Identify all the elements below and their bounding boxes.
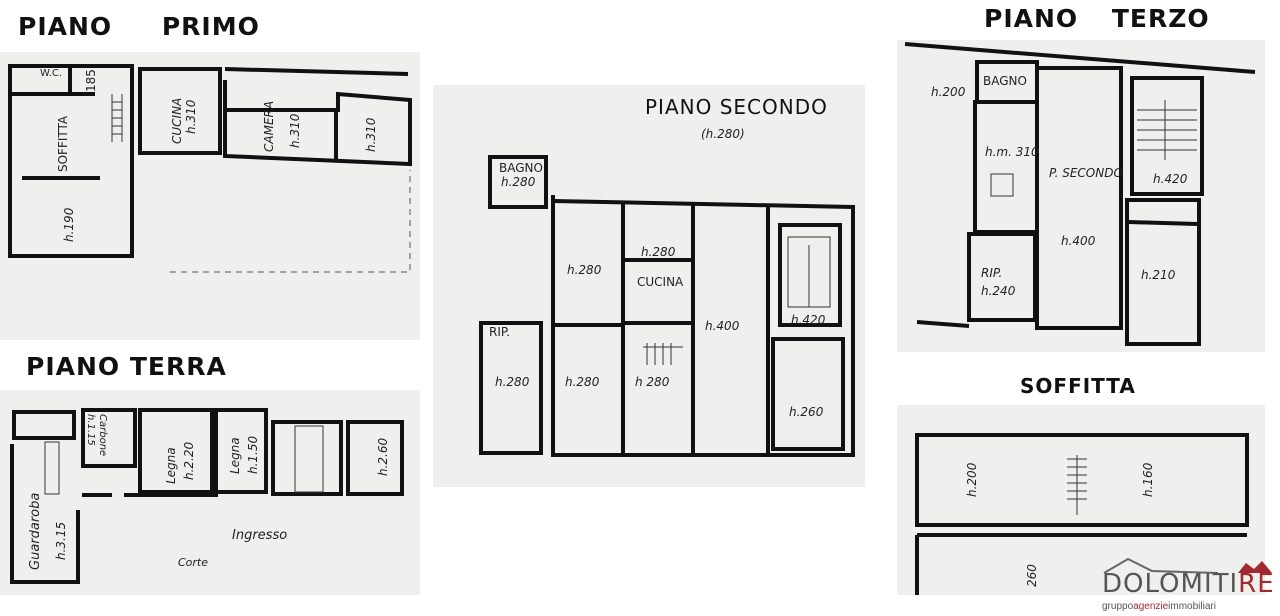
room-label: h.160 — [1141, 462, 1155, 497]
logo-tagline: gruppoagenzieimmobiliari — [1102, 601, 1216, 612]
room-label: h.420 — [791, 313, 826, 327]
logo-name: DOLOMITIRE — [1102, 569, 1275, 599]
room-label: P. SECONDO — [1049, 166, 1123, 180]
piano-primo-plan: W.C. 185 SOFFITTA h.190 CUCINA h.310 CAM… — [0, 52, 420, 340]
room-label: h.280 — [567, 263, 602, 277]
room-label: h.280 — [501, 175, 536, 189]
room-label: CUCINA — [637, 275, 684, 289]
room-label: h.240 — [981, 284, 1016, 298]
soffitta-walls — [915, 433, 1249, 595]
room-label: h.420 — [1153, 172, 1188, 186]
piano-secondo-subtitle: (h.280) — [701, 127, 745, 141]
piano-secondo-title: PIANO SECONDO — [645, 95, 828, 119]
room-label: h.310 — [184, 99, 198, 134]
logo-tagline-c: immobiliari — [1168, 601, 1216, 612]
room-label: h.280 — [495, 375, 530, 389]
piano-terra-plan: Guardaroba h.3.15 Carbone h.1.15 Legna h… — [0, 390, 420, 595]
room-label: h.400 — [1061, 234, 1096, 248]
room-label: Ingresso — [232, 528, 288, 543]
piano-terra-title: PIANO TERRA — [18, 350, 262, 383]
piano-terzo-title: PIANO TERZO — [976, 2, 1218, 35]
piano-terzo-plan: BAGNO h.200 h.m. 310 P. SECONDO h.420 h.… — [897, 40, 1265, 352]
room-label: h.1.50 — [246, 435, 260, 474]
room-label: h.200 — [965, 462, 979, 497]
room-label: h.200 — [931, 85, 966, 99]
room-label: h.3.15 — [54, 521, 68, 560]
room-label: BAGNO — [499, 161, 543, 175]
room-label: 260 — [1025, 564, 1039, 587]
logo-name-main: DOLOMITI — [1102, 569, 1239, 599]
room-label: Legna — [228, 437, 242, 474]
room-label: h.280 — [565, 375, 600, 389]
room-label: Carbone — [97, 414, 108, 457]
piano-secondo-plan: PIANO SECONDO (h.280) BAGNO h.280 h.280 … — [433, 85, 865, 487]
room-label: W.C. — [40, 68, 63, 79]
room-label: CAMERA — [262, 100, 276, 152]
piano-secondo-walls — [479, 155, 855, 457]
room-label: Corte — [178, 556, 209, 569]
room-label: h.310 — [288, 113, 302, 148]
room-label: h.280 — [641, 245, 676, 259]
room-label: h.400 — [705, 319, 740, 333]
room-label: RIP. — [981, 266, 1003, 280]
room-label: h.260 — [789, 405, 824, 419]
room-label: h.2.20 — [182, 441, 196, 480]
room-label: h.2.60 — [376, 437, 390, 476]
logo-name-accent: RE — [1238, 569, 1275, 599]
piano-terzo-walls — [904, 42, 1256, 346]
room-label: h 280 — [635, 375, 670, 389]
dolomitire-logo: DOLOMITIRE gruppoagenzieimmobiliari — [1098, 555, 1278, 615]
piano-terra-walls — [10, 408, 404, 584]
room-label: h.190 — [62, 207, 76, 242]
logo-tagline-b: agenzie — [1133, 601, 1169, 612]
room-label: h.1.15 — [85, 414, 96, 446]
room-label: h.m. 310 — [985, 145, 1039, 159]
room-label: CUCINA — [170, 97, 184, 144]
house-roof-icon — [1103, 557, 1272, 574]
room-label: SOFFITTA — [56, 115, 70, 172]
room-label: h.210 — [1141, 268, 1176, 282]
piano-primo-title: PIANO PRIMO — [10, 10, 284, 43]
room-label: BAGNO — [983, 74, 1027, 88]
room-label: h.310 — [364, 117, 378, 152]
room-label: Legna — [164, 447, 178, 484]
room-label: Guardaroba — [28, 492, 43, 570]
soffitta-plan: h.200 h.160 260 — [897, 405, 1265, 595]
logo-tagline-a: gruppo — [1102, 601, 1134, 612]
piano-primo-walls — [8, 64, 412, 273]
room-label: 185 — [84, 69, 98, 92]
room-label: RIP. — [489, 325, 511, 339]
soffitta-title: SOFFITTA — [1012, 372, 1144, 400]
